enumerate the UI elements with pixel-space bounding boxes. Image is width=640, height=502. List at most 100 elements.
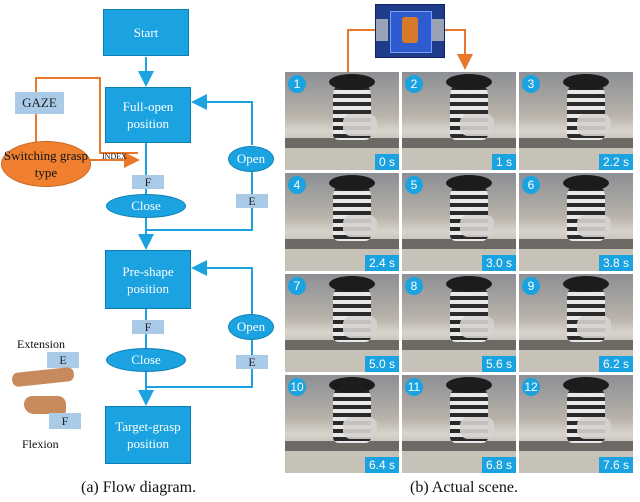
frame-number-badge: 4 [288, 176, 306, 194]
frame-shelf [519, 138, 633, 148]
open-label-1: Open [236, 151, 266, 166]
frame-hat [563, 175, 609, 191]
legend-f-tag: F [49, 413, 81, 429]
frame-hand [343, 215, 377, 237]
full-open-label: Full-open position [122, 99, 174, 131]
frame-hat [563, 74, 609, 90]
frame-number-badge: 3 [522, 75, 540, 93]
inset-left-part [376, 19, 388, 41]
frame-hand [577, 215, 611, 237]
frame-number-badge: 11 [405, 378, 423, 396]
frame-shelf [285, 239, 399, 249]
frame-shelf [402, 138, 516, 148]
inset-target-object [402, 17, 418, 43]
scene-frame: 8 5.6 s [402, 274, 516, 372]
switching-label: Switching grasp type [3, 148, 89, 180]
arrow-inset-down-left [347, 29, 375, 72]
frame-number-badge: 5 [405, 176, 423, 194]
frame-time-label: 3.0 s [481, 255, 516, 271]
frame-hand [343, 114, 377, 136]
frame-hand [577, 417, 611, 439]
close-oval-1: Close [106, 194, 186, 218]
frame-hand [343, 417, 377, 439]
flexion-arm-icon [24, 396, 66, 414]
frame-number-badge: 12 [522, 378, 540, 396]
caption-actual-scene: (b) Actual scene. [410, 479, 518, 496]
e-tag-1: E [236, 194, 268, 208]
frame-hat [329, 276, 375, 292]
extension-label: Extension [17, 337, 65, 351]
scene-frame: 5 3.0 s [402, 173, 516, 271]
frame-time-label: 6.2 s [598, 356, 633, 372]
frame-time-label: 6.8 s [481, 457, 516, 473]
loop-right-top [146, 172, 253, 231]
frame-shelf [519, 441, 633, 451]
legend-e-tag: E [47, 352, 79, 368]
frame-hat [329, 175, 375, 191]
frame-shelf [519, 239, 633, 249]
pre-shape-label: Pre-shape position [122, 263, 174, 296]
f-label-1: F [144, 174, 152, 189]
scene-frame: 9 6.2 s [519, 274, 633, 372]
f-tag-2: F [132, 320, 164, 334]
scene-frame: 4 2.4 s [285, 173, 399, 271]
flexion-label: Flexion [22, 437, 59, 451]
scene-frame: 2 1 s [402, 72, 516, 170]
frame-hat [446, 276, 492, 292]
frame-time-label: 2.2 s [598, 154, 633, 170]
frame-shelf [519, 340, 633, 350]
frame-shelf [285, 340, 399, 350]
frame-time-label: 2.4 s [364, 255, 399, 271]
f-label-2: F [144, 319, 152, 334]
frame-hat [446, 377, 492, 393]
index-label: INDEX [102, 152, 127, 161]
scene-frame: 1 0 s [285, 72, 399, 170]
frame-shelf [285, 138, 399, 148]
caption-flow-diagram: (a) Flow diagram. [81, 479, 197, 496]
frame-number-badge: 2 [405, 75, 423, 93]
legend-f-label: F [61, 413, 69, 428]
gaze-label: GAZE [22, 95, 57, 110]
frame-time-label: 7.6 s [598, 457, 633, 473]
e-label-1: E [248, 193, 256, 208]
frame-number-badge: 8 [405, 277, 423, 295]
frame-hand [460, 215, 494, 237]
open-label-2: Open [236, 319, 266, 334]
frame-shelf [285, 441, 399, 451]
open-oval-2: Open [228, 314, 274, 340]
close-label-2: Close [131, 352, 161, 367]
switching-grasp-oval: Switching grasp type [1, 141, 91, 187]
e-label-2: E [248, 354, 256, 369]
frame-time-label: 5.0 s [364, 356, 399, 372]
frame-time-label: 0 s [374, 154, 399, 170]
frame-hat [563, 377, 609, 393]
frame-hand [460, 417, 494, 439]
start-label: Start [133, 25, 159, 40]
start-box: Start [103, 9, 189, 56]
f-tag-1: F [132, 175, 164, 189]
frame-hat [329, 377, 375, 393]
close-label-1: Close [131, 198, 161, 213]
full-open-box: Full-open position [105, 87, 191, 143]
scene-frame: 3 2.2 s [519, 72, 633, 170]
frame-hand [343, 316, 377, 338]
gaze-camera-inset [375, 4, 445, 58]
frame-number-badge: 1 [288, 75, 306, 93]
frame-table [285, 148, 399, 170]
frame-hat [563, 276, 609, 292]
frame-time-label: 6.4 s [364, 457, 399, 473]
frame-shelf [402, 441, 516, 451]
frame-time-label: 5.6 s [481, 356, 516, 372]
pre-shape-box: Pre-shape position [105, 250, 191, 309]
frame-number-badge: 9 [522, 277, 540, 295]
scene-frame: 12 7.6 s [519, 375, 633, 473]
frame-time-label: 1 s [491, 154, 516, 170]
gaze-tag: GAZE [15, 92, 64, 114]
frame-shelf [402, 239, 516, 249]
target-grasp-label: Target-grasp position [115, 419, 181, 451]
frame-shelf [402, 340, 516, 350]
frame-hat [329, 74, 375, 90]
arrow-inset-right [443, 29, 473, 70]
frame-hat [446, 175, 492, 191]
